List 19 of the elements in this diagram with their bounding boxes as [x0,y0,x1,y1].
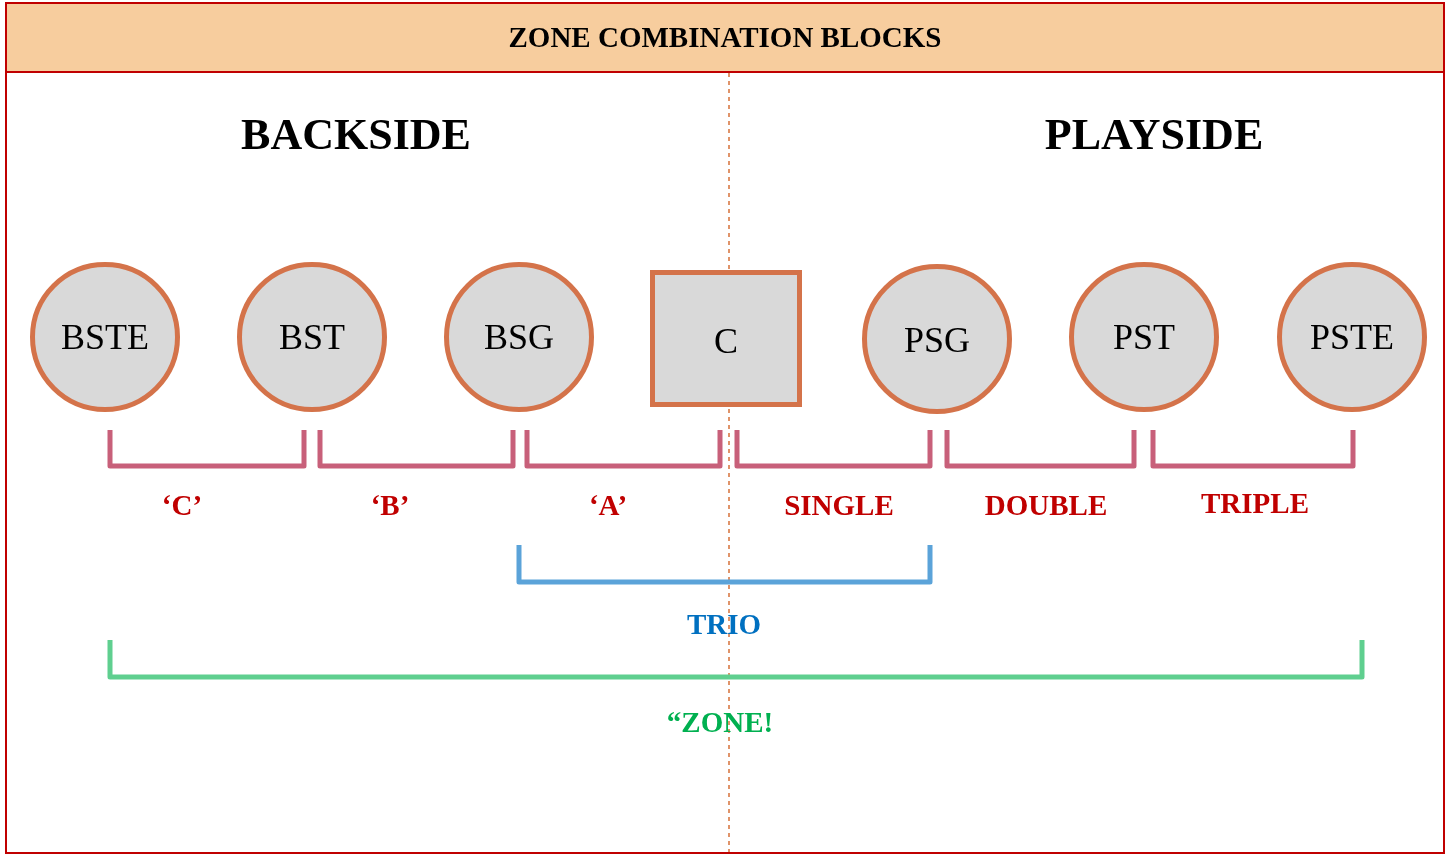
node-label: PSG [903,319,970,361]
node-label: PSTE [1310,316,1394,358]
node-label: C [714,319,738,362]
block-label: TRIO [686,607,762,641]
block-label: DOUBLE [984,488,1108,522]
node-label: PST [1112,316,1175,358]
title: ZONE COMBINATION BLOCKS [508,21,942,54]
side-heading: BACKSIDE [241,108,471,160]
node-label: BSG [484,316,554,358]
block-label: “ZONE! [666,705,774,739]
block-label: TRIPLE [1201,486,1309,520]
block-label: ‘B’ [370,488,410,522]
side-heading: PLAYSIDE [1044,108,1264,160]
node-label: BST [279,316,345,358]
block-label: ‘C’ [161,488,203,522]
node-label: BSTE [61,316,149,358]
block-label: SINGLE [784,488,894,522]
block-label: ‘A’ [588,488,628,522]
player-square [650,270,802,407]
